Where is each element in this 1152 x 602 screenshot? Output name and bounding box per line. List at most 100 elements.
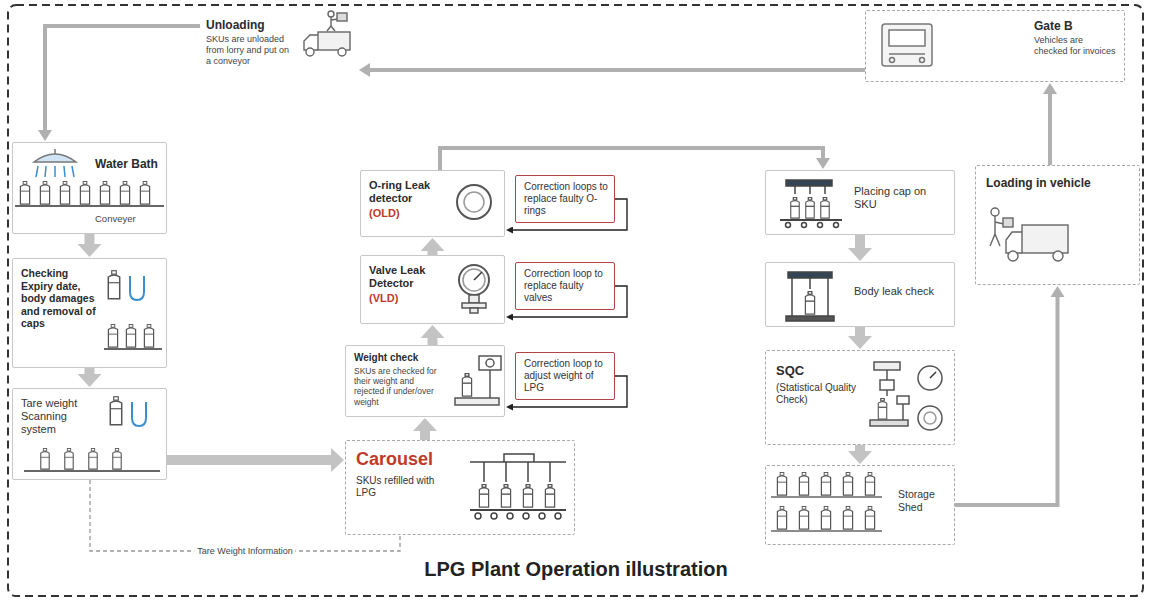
icon-part [843,506,852,529]
icon-part [874,362,900,370]
box-heading: O-ring Leak detector [369,179,444,205]
icon-part [889,53,925,55]
icon-part [771,496,882,498]
process-box: Tare weight Scanning system [12,388,167,480]
icon-part [827,278,829,318]
scale-icon [455,356,501,405]
icon-part [880,380,894,390]
icon-part [469,295,479,303]
icon-part [545,484,554,507]
icon-part [491,513,497,519]
icon-part [791,278,793,318]
icon-part [474,272,482,280]
process-box: Valve Leak Detector(VLD) [360,255,505,324]
icon-part [113,448,121,469]
icon-part [464,192,484,212]
press-icon [786,272,834,321]
icon-part [794,186,796,194]
icon-part [54,149,56,154]
icon-part [40,181,49,204]
icon-part [89,448,97,469]
icon-part [771,530,882,532]
icon-part [100,181,109,204]
connector [167,455,331,465]
box-text: (OLD) [369,207,444,220]
icon-part [455,398,499,405]
icon-part [809,278,811,289]
icon-part [34,154,76,162]
icon-part [539,513,545,519]
box-heading: Tare weight Scanning system [21,397,102,437]
icon-part [337,13,347,21]
icon-part [890,58,895,63]
process-box: Placing cap on SKU [765,170,955,235]
icon-part [920,58,925,63]
icon-part [1006,232,1022,253]
icon-part [45,166,46,177]
storage-cylinders [771,472,882,531]
icon-part [834,223,839,228]
icon-part [24,470,160,472]
icon-part [918,406,942,430]
box-heading: Water Bath [95,157,160,171]
process-box: Weight checkSKUs are checked for their w… [345,345,505,417]
box-text: Vehicles are checked for invoices [1034,35,1118,57]
icon-part [870,420,908,426]
box-heading: Correction loop to replace faulty valves [524,268,608,304]
inspection-icon [104,271,162,349]
icon-part [306,48,314,56]
icon-part [786,180,832,186]
icon-part [1022,225,1068,253]
box-text: (VLD) [369,292,444,305]
icon-part [65,448,73,469]
icon-part [918,366,942,390]
icon-part [41,448,49,469]
connector [420,431,430,440]
process-box: Gate BVehicles are checked for invoices [865,10,1125,82]
icon-part [865,472,874,495]
gate-icon [882,24,932,66]
gauge-icon [459,265,489,313]
icon-part [132,402,146,426]
box-heading: Loading in vehicle [986,176,1131,190]
connector [855,235,865,248]
icon-part [799,472,808,495]
icon-part [144,324,153,347]
step-label: UnloadingSKUs are unloaded from lorry an… [200,12,358,82]
connector [855,327,865,336]
icon-part [786,316,834,321]
box-heading: Correction loops to replace faulty O-rin… [524,181,608,217]
icon-part [318,32,350,50]
icon-part [527,462,529,482]
icon-part [108,271,119,299]
icon-part [821,197,829,218]
icon-part [479,356,501,370]
icon-part [505,462,507,482]
icon-part [489,370,491,398]
icon-part [991,208,999,216]
connector [85,234,95,244]
icon-part [507,513,513,519]
icon-part [459,265,489,295]
capping-icon [780,180,842,228]
icon-part [1053,251,1063,261]
icon-part [80,181,89,204]
loading-icon [990,208,1068,261]
box-heading: Body leak check [854,285,946,298]
shower-icon [34,149,76,177]
icon-part [54,166,56,177]
connector [90,480,400,551]
icon-part [523,484,532,507]
icon-part [902,404,904,420]
icon-part [818,223,823,228]
box-text: SKUs are checked for their weight and re… [354,366,446,407]
box-heading: Carousel [356,449,456,471]
icon-part [1008,251,1018,261]
box-heading: Unloading [206,18,296,32]
icon-part [20,181,29,204]
cylinder-row [15,181,164,206]
box-heading: Weight check [354,352,446,364]
icon-part [799,506,808,529]
connector [855,445,865,451]
